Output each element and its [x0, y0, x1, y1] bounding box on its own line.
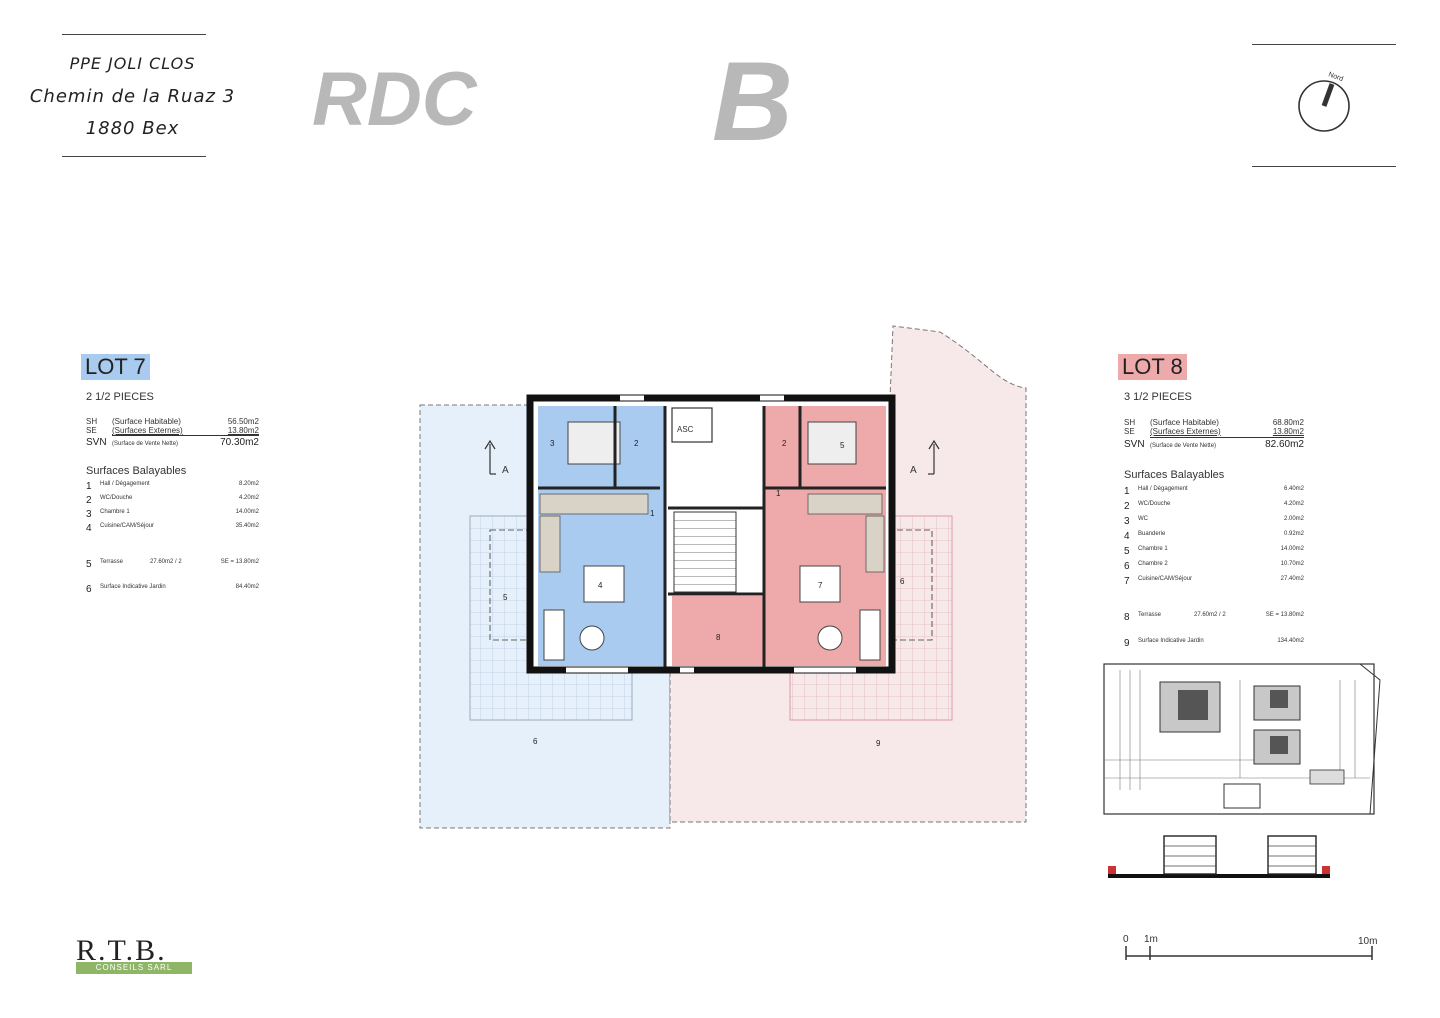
compass-bottom-rule [1252, 166, 1396, 167]
lot7-balayables-title: Surfaces Balayables [86, 465, 187, 477]
building-title: B [712, 39, 793, 164]
lot7-room-4-label: 4 [598, 581, 603, 590]
section-label-right: A [910, 465, 917, 476]
staircase [673, 511, 737, 593]
scale-ten: 10m [1358, 936, 1377, 947]
section-label-left: A [502, 465, 509, 476]
lot7-badge: LOT 7 [81, 354, 150, 380]
lot7-room-1-label: 1 [650, 509, 655, 518]
lot7-room-6-label: 6 [533, 737, 538, 746]
north-compass-icon: Nord [1298, 71, 1350, 132]
lot7-svn-row: SVN (Surface de Vente Nette) 70.30m2 [86, 437, 259, 448]
lot8-room-6-label: 6 [900, 577, 905, 586]
level-title: RDC [312, 57, 477, 142]
lot8-coffee-table-icon [817, 625, 843, 651]
lot8-room-8 [672, 596, 764, 666]
site-plan [1103, 663, 1381, 815]
lot8-balayables-title: Surfaces Balayables [1124, 469, 1225, 481]
lot7-sh-row: SH (Surface Habitable) 56.50m2 [86, 417, 259, 426]
section-building-2 [1267, 835, 1317, 875]
section-marker-right [928, 439, 940, 475]
lot8-room-8-label: 8 [716, 633, 721, 642]
elevator-label: ASC [677, 425, 694, 434]
scale-one: 1m [1144, 934, 1158, 945]
scale-bar: 0 1m 10m [1123, 934, 1377, 960]
lot7-room-5-label: 5 [503, 593, 508, 602]
exterior-wall [526, 394, 896, 674]
lot8-badge: LOT 8 [1118, 354, 1187, 380]
section-building-1 [1163, 835, 1217, 875]
lot7-sum-rule [112, 435, 259, 436]
scale-zero: 0 [1123, 934, 1129, 945]
lot8-room-9-label: 9 [876, 739, 881, 748]
lot7-dining-table-icon [583, 565, 625, 603]
lot8-sh-row: SH (Surface Habitable) 68.80m2 [1124, 418, 1304, 427]
lot8-room-7-label: 7 [818, 581, 823, 590]
rtb-logo: R.T.B. [76, 934, 167, 967]
lot7-kitchen [539, 493, 649, 515]
lot8-se-row: SE (Surfaces Externes) 13.80m2 [1124, 427, 1304, 436]
project-name: PPE JOLI CLOS [69, 54, 196, 73]
compass-top-rule [1252, 44, 1396, 45]
lot7-bed-icon [567, 421, 621, 465]
lot8-bed-icon [807, 421, 857, 465]
lot7-coffee-table-icon [579, 625, 605, 651]
floor-plan: A A ASC 1 2 3 4 5 6 1 2 5 6 7 8 9 [419, 325, 1027, 829]
lot7-sofa-icon [543, 609, 565, 661]
lot8-room-2-label: 2 [782, 439, 787, 448]
lot7-room-3-label: 3 [550, 439, 555, 448]
lot8-room-1-label: 1 [776, 489, 781, 498]
lot8-sofa-icon [859, 609, 881, 661]
city-address: 1880 Bex [85, 118, 180, 139]
lot8-sum-rule [1150, 437, 1304, 438]
north-label: Nord [1327, 71, 1344, 83]
elevator [671, 407, 713, 443]
lot8-room-5-label: 5 [840, 441, 845, 450]
address-bottom-rule [62, 156, 206, 157]
lot8-kitchen [807, 493, 883, 515]
lot8-dining-table-icon [799, 565, 841, 603]
lot7-pieces: 2 1/2 PIECES [86, 391, 154, 403]
street-address: Chemin de la Ruaz 3 [29, 86, 236, 107]
rtb-logo-subtitle: CONSEILS SARL [76, 962, 192, 974]
address-top-rule [62, 34, 206, 35]
lot8-pieces: 3 1/2 PIECES [1124, 391, 1192, 403]
lot8-svn-row: SVN (Surface de Vente Nette) 82.60m2 [1124, 439, 1304, 450]
lot7-se-row: SE (Surfaces Externes) 13.80m2 [86, 426, 259, 435]
section-marker-left [484, 439, 496, 475]
site-section [1108, 835, 1330, 878]
lot7-room-2-label: 2 [634, 439, 639, 448]
